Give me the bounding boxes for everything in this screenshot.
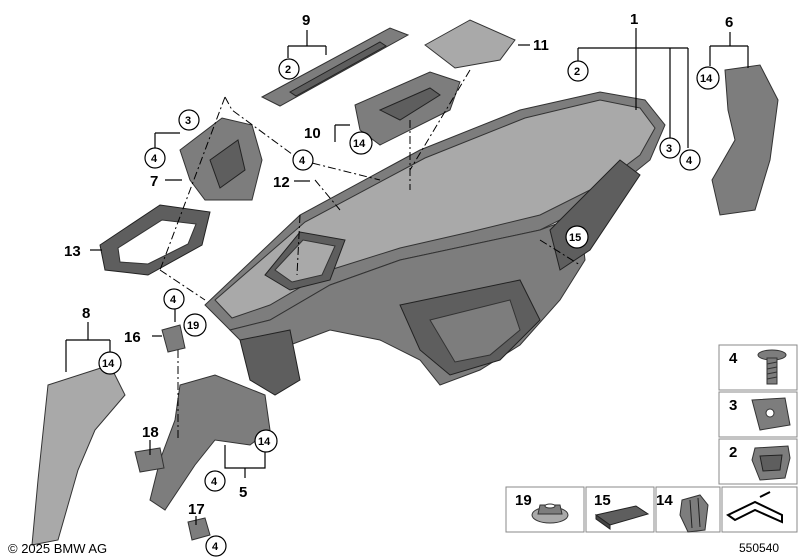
side-trim-panel [31,364,126,546]
small-bracket-16 [161,324,186,353]
callout-4-shell: 4 [151,153,158,165]
callout-10: 10 [304,125,321,142]
small-bracket-18 [134,447,165,473]
callout-17: 17 [188,501,205,518]
legend-nut-label: 19 [515,492,532,509]
fastener-legend: 4 3 2 19 15 [505,344,798,533]
nut-icon [531,503,569,524]
trim-frame [99,204,211,276]
callout-14-duct: 14 [700,73,713,85]
legend-foampad-label: 15 [594,492,611,509]
center-console-shell [179,117,263,201]
callout-4-bracket17: 4 [212,541,219,553]
callout-4-dashboard: 4 [686,155,693,167]
display-bracket [354,71,461,146]
foam-pad-icon [594,505,650,530]
callout-9: 9 [302,12,310,29]
legend-screw-label: 4 [729,350,738,367]
callout-1: 1 [630,11,638,28]
callout-3-dashboard: 3 [666,143,672,155]
callout-19-bracket16: 19 [187,320,199,332]
screw-icon [757,349,787,385]
callout-16: 16 [124,329,141,346]
callout-4-clip: 4 [299,155,306,167]
callout-14-knee: 14 [258,436,271,448]
callout-4-knee: 4 [211,476,218,488]
diagram-number: 550540 [739,541,780,555]
reference-lines [159,69,581,440]
callout-12: 12 [273,174,290,191]
callout-5: 5 [239,484,247,501]
copyright-text: © 2025 BMW AG [8,541,108,556]
cover-panel [424,19,516,69]
kit-symbol-icon [726,491,783,524]
expanding-clip-icon [679,494,709,533]
callout-8: 8 [82,305,90,322]
callout-2-dashboard: 2 [574,66,580,78]
callout-11: 11 [533,37,549,54]
callout-14-bracket: 14 [353,138,366,150]
clip-nut-icon [751,397,791,431]
legend-expandingclip-label: 14 [656,492,673,509]
callout-18: 18 [142,424,159,441]
spring-clip-icon [751,445,791,481]
side-air-duct [711,64,779,216]
callout-14-sidetrim: 14 [102,358,115,370]
legend-springclip-label: 2 [729,444,737,461]
center-vent-trim [260,27,410,107]
callout-13: 13 [64,243,81,260]
callout-15: 15 [569,232,581,244]
callout-3-shell: 3 [185,115,191,127]
callout-2-trim: 2 [285,64,291,76]
callout-4-bracket16: 4 [170,294,177,306]
knee-bracket [149,374,271,511]
callout-7: 7 [150,173,158,190]
instrument-panel-carrier [204,91,666,396]
callout-6: 6 [725,14,733,31]
legend-clipnut-label: 3 [729,397,737,414]
small-bracket-17 [187,517,211,541]
